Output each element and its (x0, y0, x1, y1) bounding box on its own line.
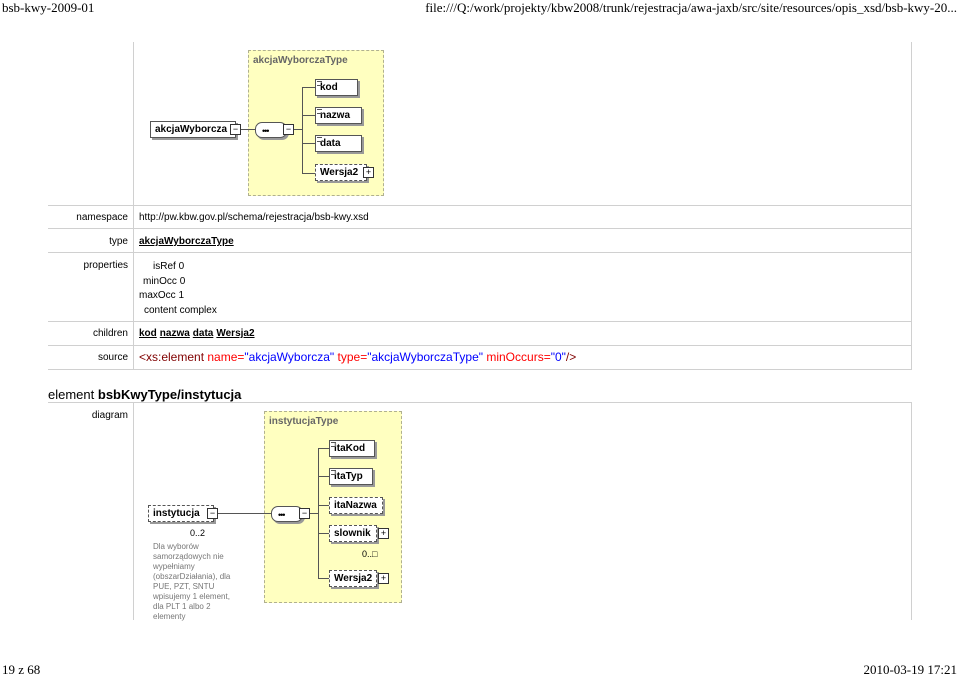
child-nazwa[interactable]: nazwa (315, 107, 362, 124)
page-timestamp: 2010-03-19 17:21 (863, 662, 957, 677)
collapse-icon[interactable]: − (283, 124, 294, 135)
type-name: instytucjaType (269, 416, 339, 427)
child-itaTyp[interactable]: itaTyp (329, 468, 373, 485)
child-itaNazwa[interactable]: itaNazwa (329, 497, 383, 514)
collapse-icon[interactable]: − (299, 508, 310, 519)
table-border (911, 402, 912, 620)
element-label: instytucja (153, 508, 200, 519)
table-bottom (48, 369, 912, 370)
properties-label: properties (83, 260, 128, 271)
table-top (48, 402, 912, 403)
source-label: source (97, 352, 128, 363)
element-akcjaWyborcza[interactable]: akcjaWyborcza (150, 121, 236, 138)
namespace-label: namespace (76, 212, 128, 223)
element-instytucja[interactable]: instytucja (148, 505, 214, 522)
child-itaKod[interactable]: itaKod (329, 440, 375, 457)
child-link-kod[interactable]: kod (139, 328, 157, 339)
expand-icon[interactable]: + (363, 167, 374, 178)
element-label: akcjaWyborcza (155, 124, 228, 135)
expand-icon[interactable]: + (378, 528, 389, 539)
source-code: <xs:element name="akcjaWyborcza" type="a… (139, 350, 577, 364)
expand-icon[interactable]: + (378, 573, 389, 584)
type-link[interactable]: akcjaWyborczaType (139, 236, 234, 247)
child-link-data[interactable]: data (192, 328, 214, 339)
page-header-title: bsb-kwy-2009-01 (2, 0, 95, 15)
collapse-icon[interactable]: − (230, 124, 241, 135)
row-divider (48, 228, 912, 229)
child-Wersja2[interactable]: Wersja2 (329, 570, 377, 587)
row-divider (48, 345, 912, 346)
diagram-label: diagram (91, 410, 128, 421)
annotation-note: Dla wyborów samorządowych nie wypełniamy… (153, 542, 231, 621)
collapse-icon[interactable]: − (207, 508, 218, 519)
section-title: element bsbKwyType/instytucja (48, 387, 242, 402)
row-divider (48, 321, 912, 322)
child-slownik[interactable]: slownik (329, 525, 377, 542)
child-kod[interactable]: kod (315, 79, 358, 96)
type-name: akcjaWyborczaType (253, 55, 348, 66)
children-label: children (92, 328, 128, 339)
type-label: type (109, 236, 128, 247)
table-divider (133, 402, 134, 620)
row-divider (48, 205, 912, 206)
properties-list: isRef 0 minOcc 0 maxOcc 1 content comple… (139, 261, 217, 316)
child-Wersja2[interactable]: Wersja2 (315, 164, 367, 181)
child-link-Wersja2[interactable]: Wersja2 (216, 328, 255, 339)
page-header-url: file:///Q:/work/projekty/kbw2008/trunk/r… (425, 0, 957, 15)
occurs-label: 0..□ (362, 549, 378, 559)
child-data[interactable]: data (315, 135, 362, 152)
occurs-label: 0..2 (190, 528, 206, 538)
page-number: 19 z 68 (2, 662, 41, 677)
child-link-nazwa[interactable]: nazwa (159, 328, 190, 339)
row-divider (48, 252, 912, 253)
namespace-value: http://pw.kbw.gov.pl/schema/rejestracja/… (139, 212, 369, 223)
sequence-compositor: ••• (271, 506, 303, 522)
